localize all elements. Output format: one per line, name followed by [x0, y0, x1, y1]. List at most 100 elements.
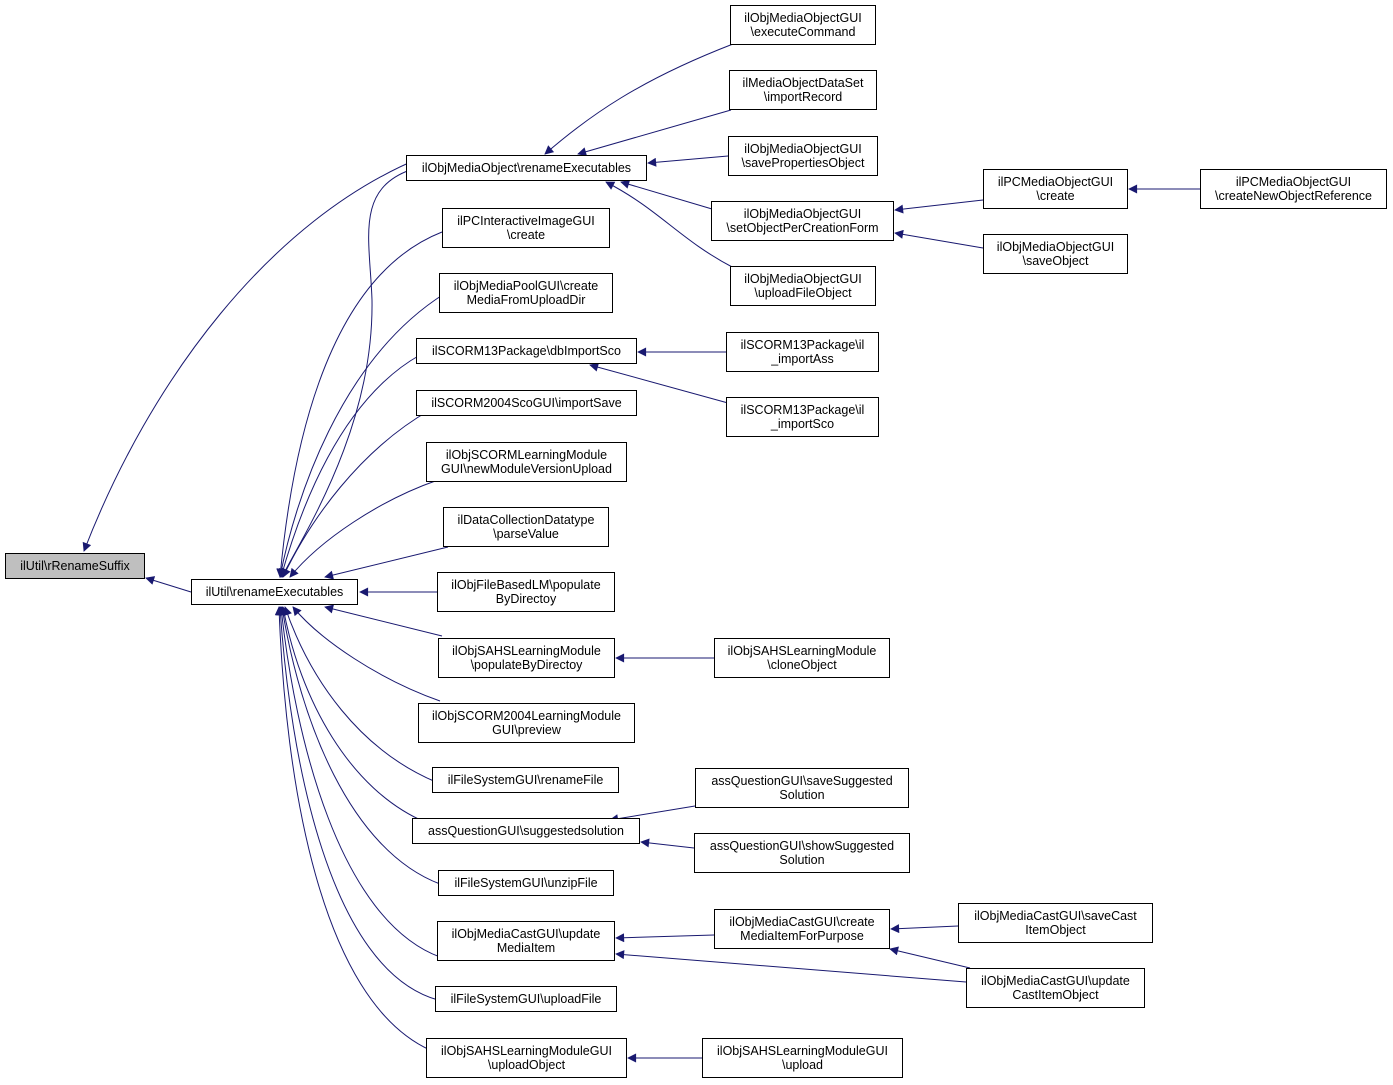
node-label-line: ilObjMediaCastGUI\update — [451, 927, 601, 941]
node-label-line: CastItemObject — [1012, 988, 1099, 1002]
node-scorm2004sco[interactable]: ilSCORM2004ScoGUI\importSave — [416, 390, 637, 416]
node-label-line: \saveObject — [1022, 254, 1089, 268]
edge-s13-sco-to-scorm13-db — [589, 362, 729, 404]
node-fs-upload[interactable]: ilFileSystemGUI\uploadFile — [435, 986, 617, 1012]
node-label-line: \populateByDirectoy — [470, 658, 583, 672]
node-label-line: ilObjMediaObjectGUI — [744, 11, 862, 25]
edge-datacoll-to-renexe — [324, 546, 449, 580]
node-label-line: \upload — [781, 1058, 823, 1072]
node-pcmo-newref[interactable]: ilPCMediaObjectGUI\createNewObjectRefere… — [1200, 169, 1387, 209]
node-label-line: \create — [506, 228, 546, 242]
node-label-line: _importAss — [771, 352, 834, 366]
node-renexe[interactable]: ilUtil\renameExecutables — [191, 579, 358, 605]
node-label-line: ilObjMediaObject\renameExecutables — [421, 161, 632, 175]
node-label-line: \setObjectPerCreationForm — [726, 221, 879, 235]
node-omo-saveprop[interactable]: ilObjMediaObjectGUI\savePropertiesObject — [728, 136, 878, 176]
node-omo-ren[interactable]: ilObjMediaObject\renameExecutables — [406, 155, 647, 181]
edge-mc-savecast-to-mc-createmi — [890, 924, 959, 934]
node-mods-import[interactable]: ilMediaObjectDataSet\importRecord — [729, 70, 877, 110]
node-aq-sugg[interactable]: assQuestionGUI\suggestedsolution — [412, 818, 640, 844]
node-label-line: ilUtil\renameExecutables — [205, 585, 344, 599]
node-omo-setper[interactable]: ilObjMediaObjectGUI\setObjectPerCreation… — [711, 201, 894, 241]
node-label-line: ilObjMediaObjectGUI — [743, 207, 862, 221]
node-label-line: MediaItemForPurpose — [740, 929, 864, 943]
node-label-line: ilSCORM13Package\dbImportSco — [432, 344, 621, 358]
node-omo-saveobj[interactable]: ilObjMediaObjectGUI\saveObject — [983, 234, 1128, 274]
node-label-line: GUI\preview — [492, 723, 561, 737]
node-fs-rename[interactable]: ilFileSystemGUI\renameFile — [432, 767, 619, 793]
node-label-line: \parseValue — [493, 527, 559, 541]
node-label-line: ilSCORM13Package\il — [740, 338, 865, 352]
node-label-line: ilPCInteractiveImageGUI — [457, 214, 595, 228]
edge-sahsgui-up-to-renexe — [274, 606, 431, 1051]
node-label-line: ilFileSystemGUI\uploadFile — [450, 992, 602, 1006]
node-label-line: ilSCORM13Package\il — [740, 403, 865, 417]
edge-mods-import-to-omo-ren — [577, 109, 732, 157]
node-datacoll[interactable]: ilDataCollectionDatatype\parseValue — [443, 507, 609, 547]
node-label-line: \createNewObjectReference — [1214, 189, 1373, 203]
node-label-line: ilObjMediaObjectGUI — [996, 240, 1115, 254]
node-label-line: assQuestionGUI\suggestedsolution — [428, 824, 624, 838]
node-label-line: ilSCORM2004ScoGUI\importSave — [431, 396, 622, 410]
node-label-line: ilObjMediaCastGUI\create — [729, 915, 875, 929]
node-label-line: GUI\newModuleVersionUpload — [441, 462, 612, 476]
node-label-line: \uploadObject — [487, 1058, 566, 1072]
node-sahsgui-up[interactable]: ilObjSAHSLearningModuleGUI\uploadObject — [426, 1038, 627, 1078]
edge-scorm13-db-to-renexe — [278, 354, 421, 578]
node-omo-upload[interactable]: ilObjMediaObjectGUI\uploadFileObject — [730, 266, 876, 306]
node-rsuffix: ilUtil\rRenameSuffix — [5, 553, 145, 579]
edge-renexe-to-rsuffix — [145, 576, 192, 593]
node-label-line: \savePropertiesObject — [741, 156, 865, 170]
node-label-line: \create — [1036, 189, 1075, 203]
edge-omo-ren-to-renexe — [281, 169, 411, 578]
node-label-line: ilObjMediaCastGUI\saveCast — [974, 909, 1137, 923]
node-label-line: ilDataCollectionDatatype — [457, 513, 595, 527]
node-scorm13-db[interactable]: ilSCORM13Package\dbImportSco — [416, 338, 637, 364]
node-sahs-clone[interactable]: ilObjSAHSLearningModule\cloneObject — [714, 638, 890, 678]
node-label-line: ilObjMediaCastGUI\update — [981, 974, 1130, 988]
node-sahs-pop[interactable]: ilObjSAHSLearningModule\populateByDirect… — [438, 638, 615, 678]
node-label-line: ilObjSAHSLearningModule — [452, 644, 601, 658]
edge-fs-unzip-to-renexe — [278, 606, 441, 885]
node-label-line: assQuestionGUI\showSuggested — [709, 839, 895, 853]
node-s13-sco[interactable]: ilSCORM13Package\il_importSco — [726, 397, 879, 437]
edge-mc-updcast-to-mc-update — [615, 950, 967, 983]
edge-omo-saveobj-to-omo-setper — [894, 229, 984, 249]
node-label-line: ilObjSAHSLearningModuleGUI — [441, 1044, 612, 1058]
node-fs-unzip[interactable]: ilFileSystemGUI\unzipFile — [438, 870, 614, 896]
edge-scorm2004sco-to-renexe — [282, 409, 431, 578]
edge-mc-updcast-to-mc-createmi — [889, 946, 971, 969]
node-label-line: ilFileSystemGUI\unzipFile — [454, 876, 598, 890]
node-label-line: \uploadFileObject — [754, 286, 852, 300]
node-omo-exec[interactable]: ilObjMediaObjectGUI\executeCommand — [730, 5, 876, 45]
node-label-line: \cloneObject — [767, 658, 837, 672]
node-label-line: ilFileSystemGUI\renameFile — [447, 773, 604, 787]
node-pcmo-create[interactable]: ilPCMediaObjectGUI\create — [983, 169, 1128, 209]
edge-fs-rename-to-renexe — [283, 606, 437, 783]
edge-sahs-pop-to-renexe — [324, 604, 443, 637]
node-label-line: ilObjMediaObjectGUI — [744, 272, 862, 286]
node-s13-ass[interactable]: ilSCORM13Package\il_importAss — [726, 332, 879, 372]
edge-aq-sugg-to-renexe — [280, 606, 426, 823]
edge-scorm2004lm-to-renexe — [292, 606, 441, 702]
node-sahsgui-upl[interactable]: ilObjSAHSLearningModuleGUI\upload — [702, 1038, 903, 1078]
edge-scorm-lm-to-renexe — [289, 479, 439, 578]
node-label-line: ilObjFileBasedLM\populate — [451, 578, 601, 592]
edge-omo-upload-to-omo-ren — [605, 181, 735, 269]
node-pcii-create[interactable]: ilPCInteractiveImageGUI\create — [442, 208, 610, 248]
node-label-line: Solution — [779, 788, 825, 802]
node-label-line: ilObjMediaPoolGUI\create — [453, 279, 599, 293]
node-label-line: ilMediaObjectDataSet — [742, 76, 864, 90]
